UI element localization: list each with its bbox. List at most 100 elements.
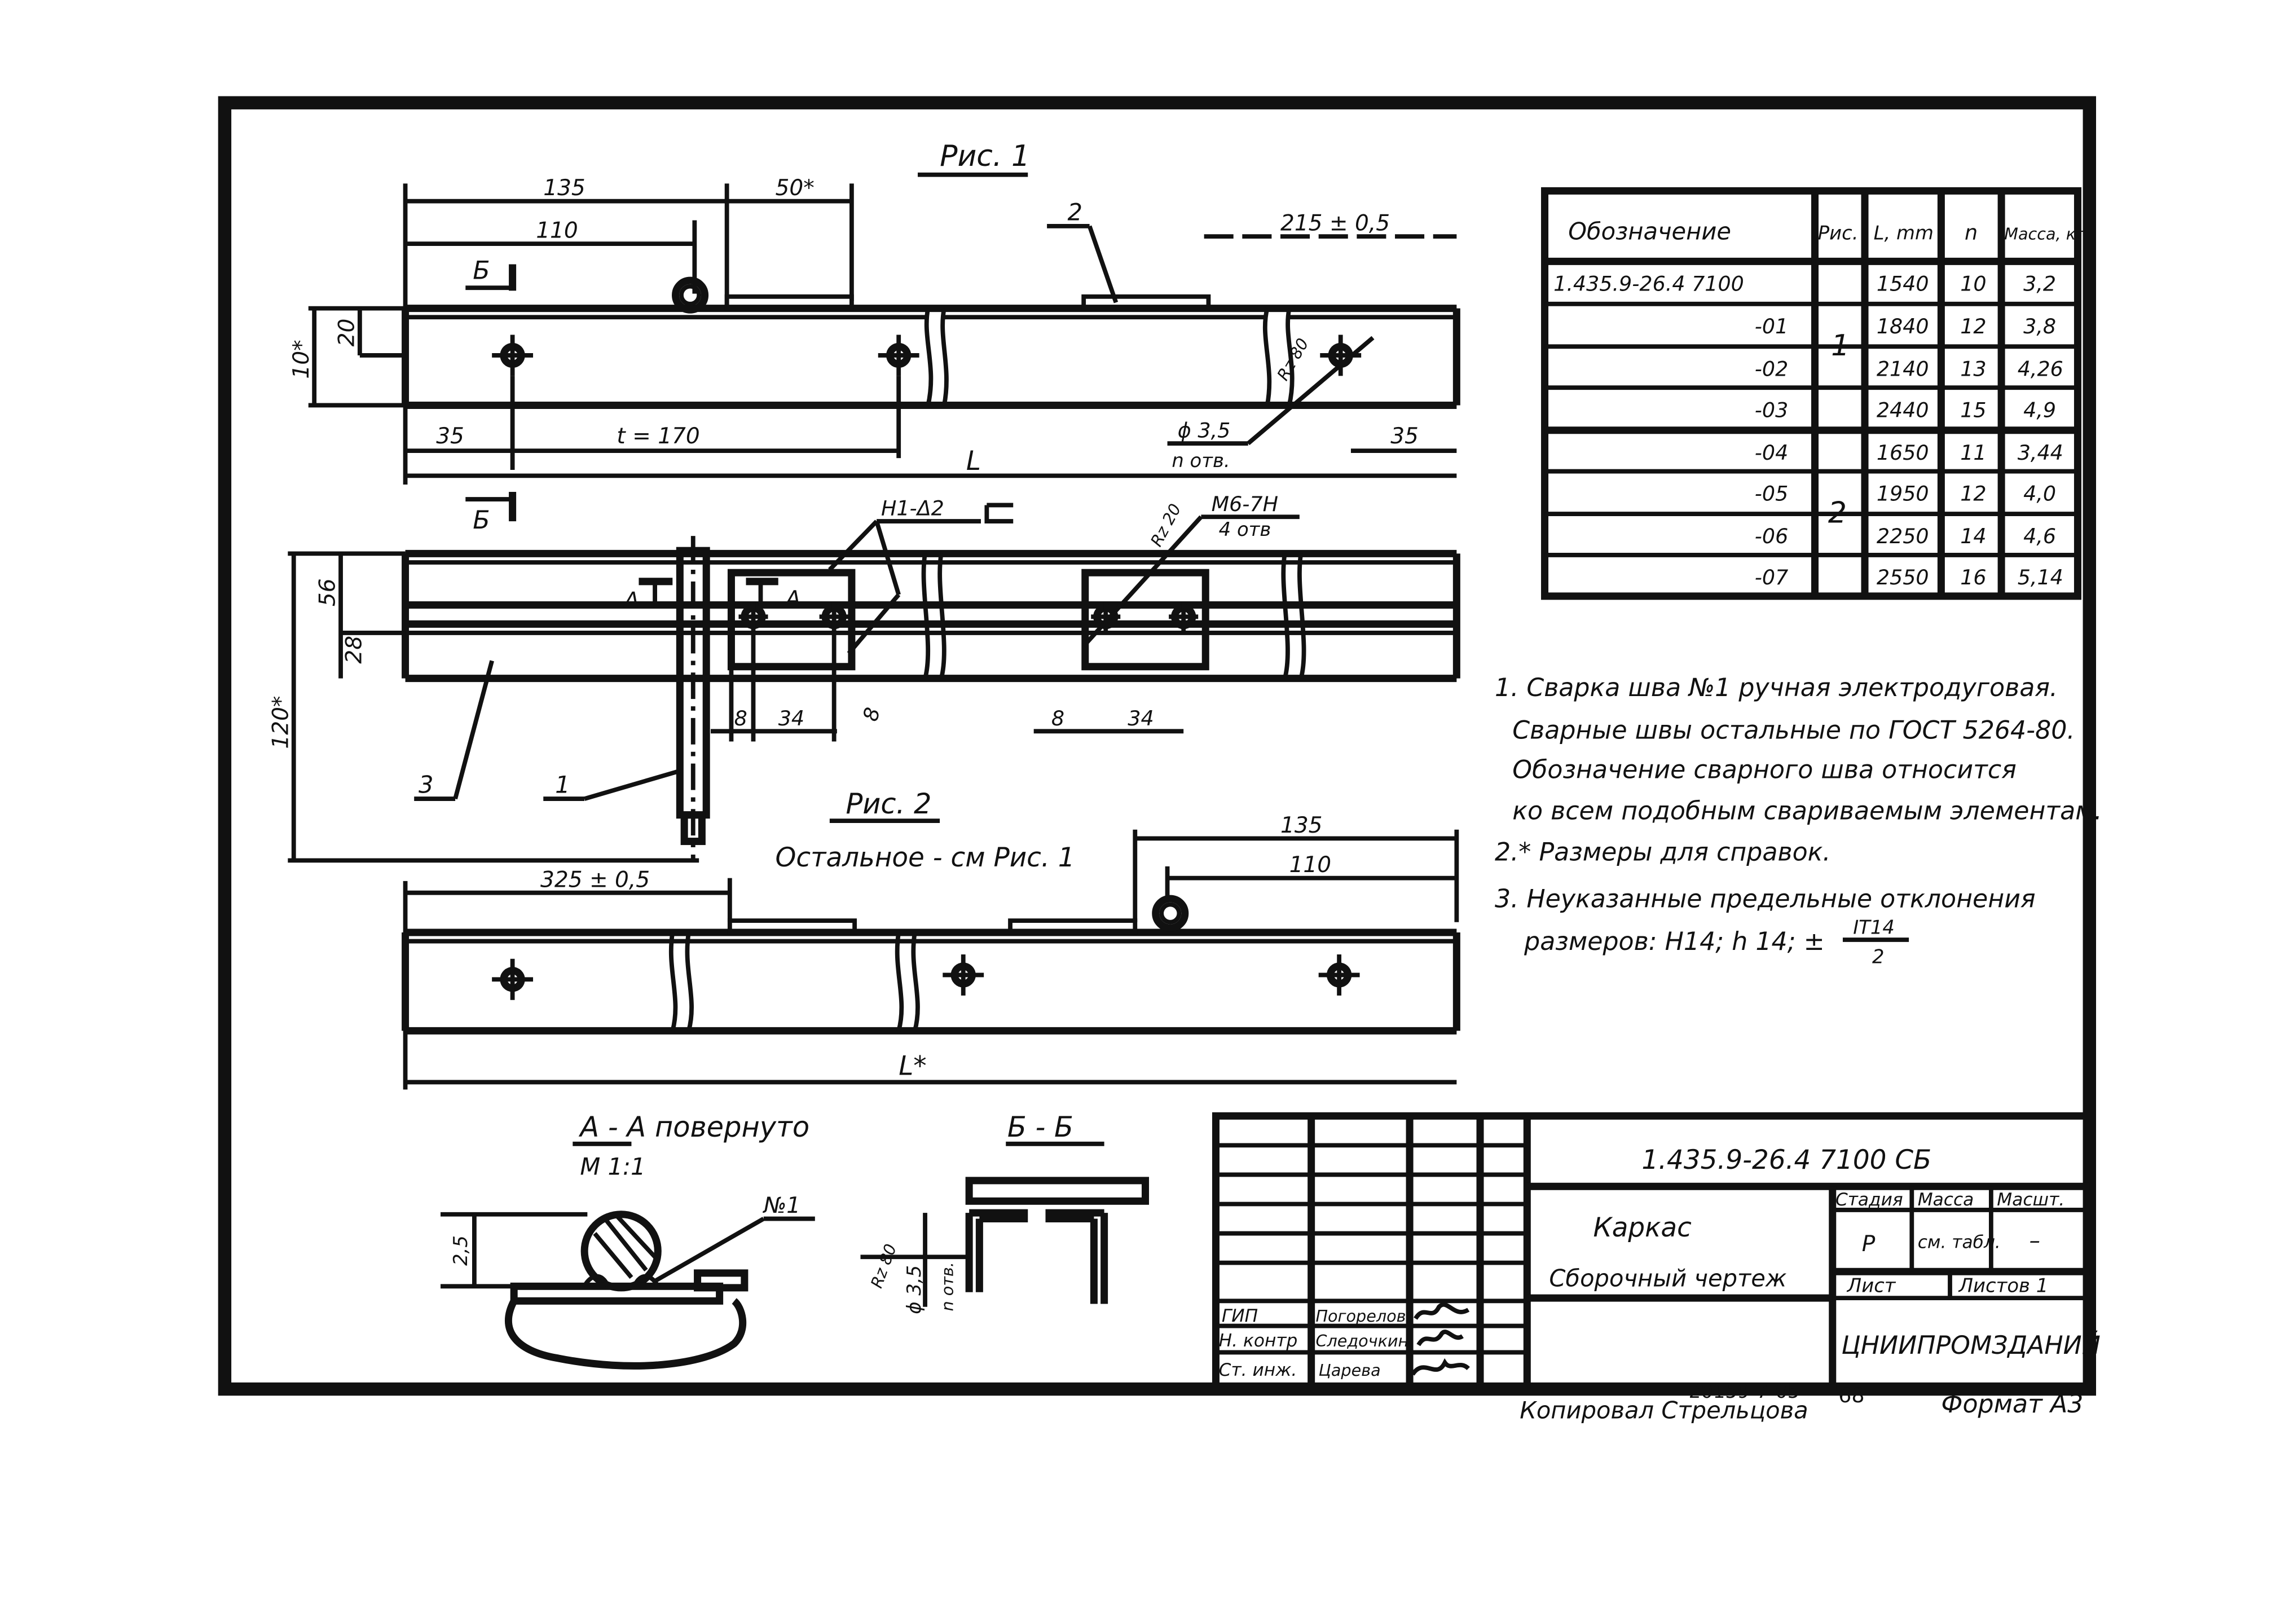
- fig1-plate-left: [724, 294, 854, 311]
- svg-text:2440: 2440: [1877, 398, 1929, 422]
- footer-format: Формат А3: [1941, 1390, 2083, 1419]
- table-row: -03 2440 15 4,9: [1755, 398, 2056, 422]
- signature-1: [1414, 1302, 1470, 1320]
- fig1-section-mark-bottom: Б: [473, 506, 490, 535]
- title-block-role: ГИП: [1222, 1306, 1258, 1326]
- svg-text:16: 16: [1960, 565, 1986, 589]
- section-bb-hole-count: n отв.: [938, 1262, 957, 1311]
- svg-text:1540: 1540: [1877, 271, 1929, 296]
- plan-thread-count: 4 отв: [1219, 518, 1271, 540]
- fig1-dim-20: 20: [334, 319, 359, 347]
- table-row: 1.435.9-26.4 7100 1540 10 3,2: [1553, 271, 2056, 296]
- table-row: -01 1840 12 3,8: [1755, 314, 2056, 338]
- drawing-frame: [218, 96, 2097, 1396]
- plan-section-mark-left: А: [622, 588, 639, 614]
- section-bb-roughness: Rz 80: [867, 1242, 900, 1291]
- svg-text:10: 10: [1960, 271, 1986, 296]
- fig2-plate-left: [727, 918, 857, 935]
- svg-text:3,2: 3,2: [2023, 271, 2056, 296]
- section-a-a: А - А повернуто М 1:1 2,5 №1: [441, 1111, 815, 1370]
- plan-section-mark-right: А: [784, 587, 801, 612]
- title-block-role: Н. контр: [1219, 1331, 1298, 1351]
- plan-thread-hole-4: [1169, 602, 1199, 632]
- note-line: Обозначение сварного шва относится: [1512, 756, 2017, 785]
- fig1-dim-215: 215 ± 0,5: [1280, 211, 1390, 236]
- table-row: -02 2140 13 4,26: [1755, 357, 2063, 381]
- fig1-dim-10: 10*: [289, 340, 314, 379]
- fig2-hole-3: [1318, 954, 1360, 996]
- svg-text:-01: -01: [1755, 314, 1789, 338]
- plan-pos-1: 1: [555, 771, 570, 799]
- svg-text:4,9: 4,9: [2023, 398, 2056, 422]
- section-b-b: Б - Б Rz 80 ϕ 3,5 n отв.: [860, 1111, 1150, 1314]
- signature-3: [1411, 1358, 1470, 1376]
- fig2-hole-2: [943, 954, 984, 996]
- table-header-length: L, mm: [1874, 222, 1934, 244]
- table-row: -07 2550 16 5,14: [1755, 565, 2063, 589]
- signature-2: [1416, 1330, 1464, 1346]
- fig1-title: Рис. 1: [940, 139, 1030, 173]
- fig1-dim-135: 135: [543, 175, 585, 201]
- fig2-hole-1: [492, 958, 534, 1000]
- fig1-plate-right: [1081, 294, 1211, 311]
- fig1-roughness: Rz 80: [1273, 335, 1313, 384]
- plan-pos-3: 3: [419, 771, 433, 799]
- svg-text:-03: -03: [1755, 398, 1789, 422]
- plan-dim-56: 56: [315, 578, 341, 606]
- plan-dim-28: 28: [341, 636, 367, 664]
- fig1-dim-50: 50*: [776, 175, 815, 201]
- svg-text:3,8: 3,8: [2023, 314, 2056, 338]
- svg-text:4,0: 4,0: [2023, 482, 2056, 506]
- fig1-dim-t: t = 170: [617, 424, 699, 449]
- title-block-col-stage: Стадия: [1835, 1190, 1903, 1210]
- title-block-col-scale: Масшт.: [1997, 1190, 2064, 1210]
- table-header-designation: Обозначение: [1568, 217, 1731, 245]
- svg-text:1840: 1840: [1877, 314, 1929, 338]
- title-block: 1.435.9-26.4 7100 СБ Каркас Сборочный че…: [1212, 1112, 2101, 1393]
- title-block-person: Следочкин: [1315, 1331, 1408, 1350]
- plan-dim-8c: 8: [1051, 706, 1064, 730]
- section-aa-plate: [510, 1282, 724, 1305]
- svg-text:2550: 2550: [1877, 565, 1929, 589]
- note-line: ко всем подобным свариваемым элементам.: [1512, 797, 2102, 826]
- note-line: 1. Сварка шва №1 ручная электродуговая.: [1495, 674, 2058, 702]
- title-block-code: 1.435.9-26.4 7100 СБ: [1641, 1145, 1931, 1176]
- fig1-hole-count: n отв.: [1172, 450, 1230, 472]
- svg-text:-04: -04: [1755, 441, 1789, 465]
- plan-dim-34a: 34: [778, 706, 804, 730]
- title-block-name-2: Сборочный чертеж: [1549, 1264, 1787, 1292]
- plan-plate-left: [727, 569, 856, 671]
- svg-text:13: 13: [1960, 357, 1986, 381]
- fig1-dim-35-right: 35: [1390, 424, 1419, 449]
- section-bb-title: Б - Б: [1007, 1111, 1073, 1143]
- plan-weld-symbol: H1-Δ2: [881, 496, 944, 521]
- section-aa-dim: 2,5: [450, 1235, 472, 1266]
- plan-thread-hole-2: [819, 602, 849, 632]
- fig2-title: Рис. 2: [846, 787, 931, 820]
- plan-thread-hole-3: [1091, 602, 1121, 632]
- fig2-plate-right: [1008, 918, 1138, 935]
- title-block-name-1: Каркас: [1593, 1213, 1692, 1243]
- svg-text:-06: -06: [1755, 524, 1789, 548]
- fig1-section-mark-top: Б: [473, 257, 490, 285]
- fig1-hole-2: [878, 335, 919, 376]
- section-aa-title: А - А повернуто: [578, 1111, 809, 1143]
- section-aa-weld: №1: [763, 1193, 800, 1218]
- figure-2: Рис. 2 Остальное - см Рис. 1 325 ± 0,5 1…: [402, 787, 1460, 1090]
- fig2-dim-110: 110: [1289, 852, 1332, 878]
- svg-text:3,44: 3,44: [2018, 441, 2063, 465]
- note-line: 2.* Размеры для справок.: [1495, 838, 1830, 866]
- svg-text:-05: -05: [1755, 482, 1789, 506]
- fig2-dim-325: 325 ± 0,5: [540, 867, 650, 892]
- svg-text:1650: 1650: [1877, 441, 1929, 465]
- svg-text:5,14: 5,14: [2018, 565, 2063, 589]
- tolerance-numerator: IT14: [1853, 917, 1895, 939]
- svg-text:14: 14: [1960, 524, 1986, 548]
- fig2-rod-end: [1152, 895, 1189, 932]
- plan-dim-8a: 8: [734, 706, 747, 730]
- svg-text:15: 15: [1960, 398, 1986, 422]
- svg-text:-02: -02: [1755, 357, 1789, 381]
- table-row: -04 1650 11 3,44: [1755, 441, 2063, 465]
- fig1-pos-2: 2: [1068, 198, 1082, 226]
